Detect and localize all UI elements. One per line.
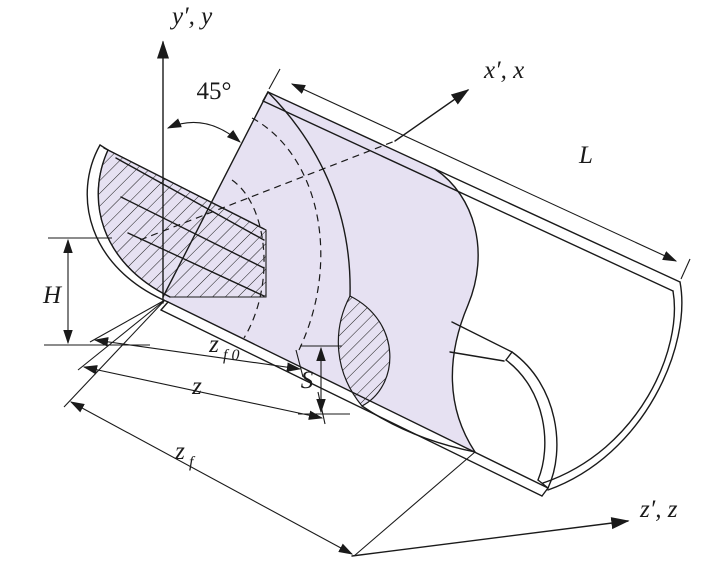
zf-dimension-line (69, 401, 354, 555)
far-end-outer-curve (547, 281, 683, 491)
left-end-inner-arc (97, 149, 171, 298)
rail-right-connector (541, 487, 549, 497)
right-end-outer-arc (511, 351, 558, 489)
far-end-inner-curve (542, 290, 676, 484)
groove-edge-line-1 (115, 157, 265, 241)
right-end-bottom-connector (537, 479, 549, 489)
z-axis-label: z′, z (639, 496, 678, 523)
groove-edge-line-2 (120, 196, 265, 269)
rail-left-connector (160, 301, 169, 311)
z-axis-arrow (351, 517, 630, 557)
angle-45-arc (166, 118, 241, 143)
section-to-rail-curve (361, 405, 476, 453)
length-label: L (578, 142, 593, 169)
shear-plane-edge-45 (162, 91, 269, 298)
x-axis-hidden-segment (139, 140, 396, 241)
zf0-dimension-line (93, 337, 302, 372)
zf0-label-base: z (208, 331, 219, 358)
zf0-extension-left (89, 299, 166, 343)
dimension-lines (44, 68, 691, 557)
z-extension-left (77, 299, 166, 371)
x-axis-arrow (394, 89, 470, 142)
zf-extension-left (63, 299, 166, 408)
near-bottom-rail-outer (167, 301, 549, 489)
zf-label-base: z (174, 438, 185, 465)
length-dimension-line (290, 83, 678, 262)
height-label: H (42, 282, 63, 309)
figure-labels: y′, y x′, x z′, z 45° L H S z z f 0 z f (42, 3, 678, 523)
x-axis-label: x′, x (483, 57, 524, 84)
cutter-path-arc-small (231, 179, 265, 339)
right-end-top-connector (505, 351, 513, 361)
right-end-inner-arc (505, 359, 546, 481)
left-end-top-connector (99, 144, 109, 151)
left-end-outer-arc (86, 144, 169, 303)
angle-label: 45° (197, 78, 232, 105)
groove-edge-right (449, 351, 505, 362)
near-rim-left-segment (103, 147, 265, 230)
near-rim-right-segment (451, 321, 513, 353)
length-extension-right (680, 258, 691, 280)
shaded-surfaces (97, 92, 479, 452)
z-dimension-line (82, 365, 324, 420)
zf0-label-subscript: f 0 (223, 347, 239, 364)
uncut-chip-thickness-label: S (301, 367, 314, 394)
groove-edge-line-3 (127, 232, 265, 297)
y-axis-label: y′, y (169, 3, 213, 30)
z-coordinate-label: z (191, 373, 202, 400)
length-extension-left (268, 68, 281, 90)
zf-extension-right (353, 451, 476, 557)
zf-label-subscript: f (189, 454, 196, 471)
